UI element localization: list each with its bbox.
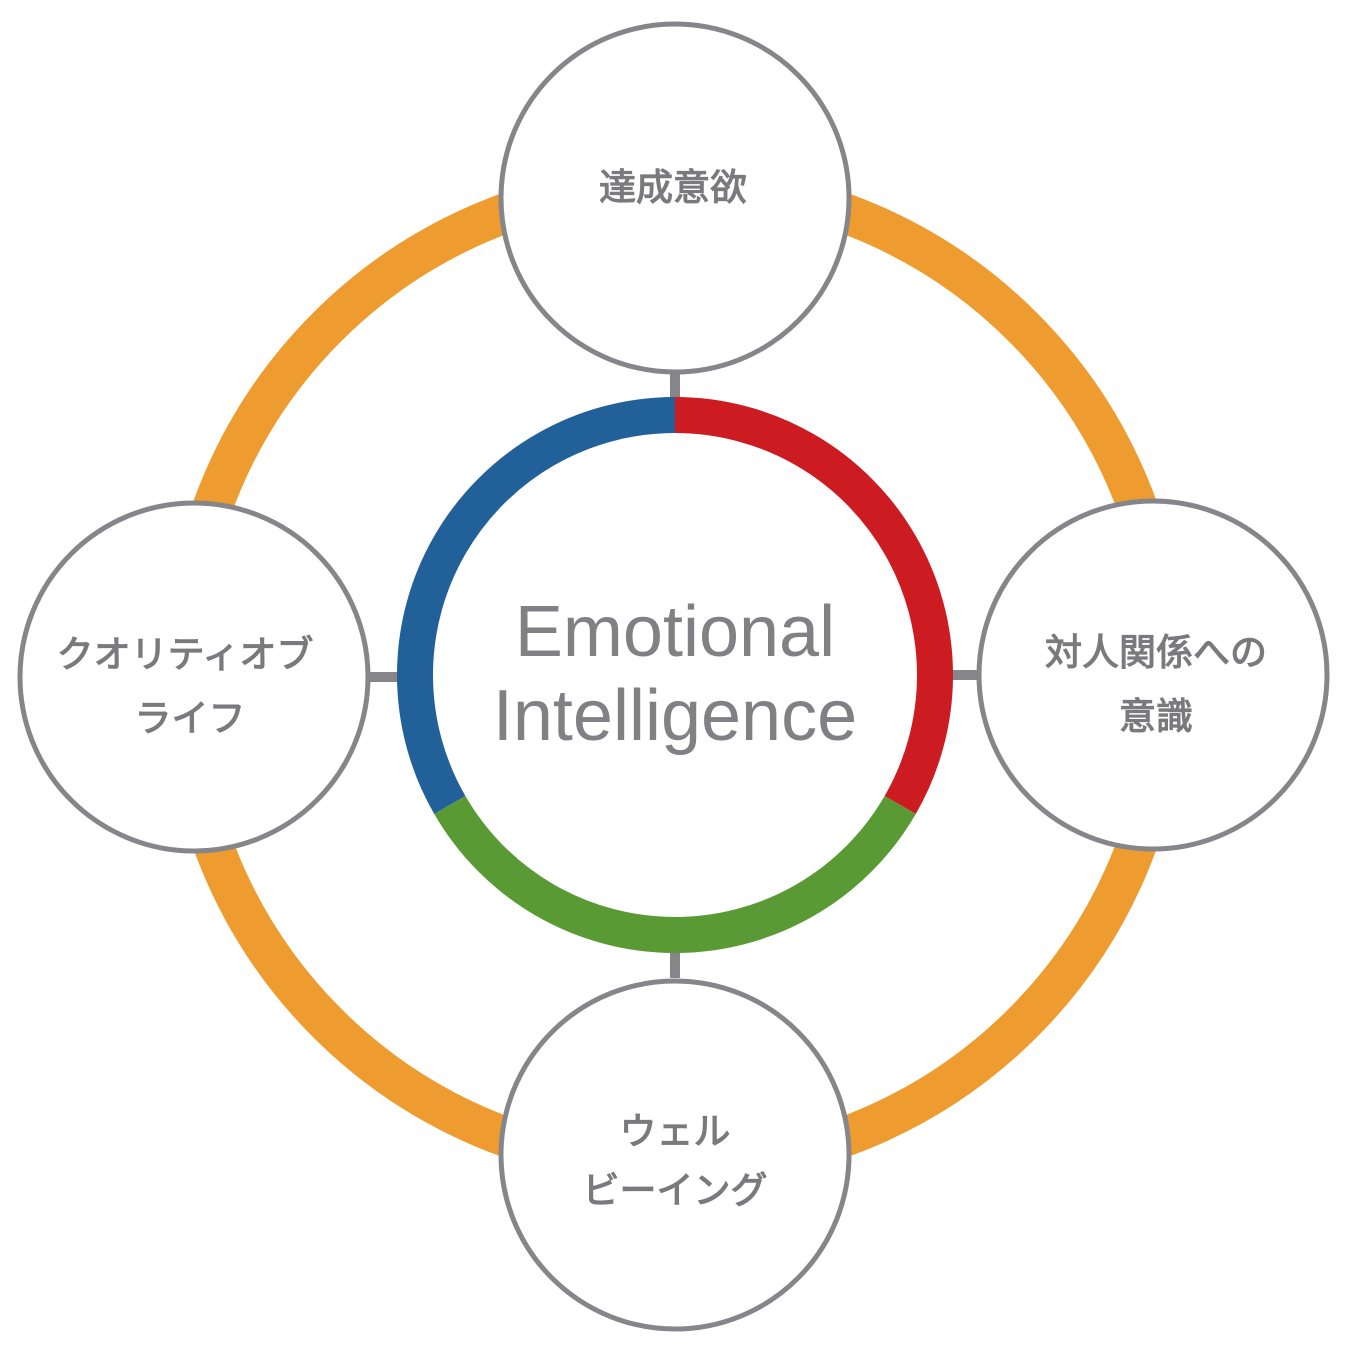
node-bottom: ウェル ビーイング	[498, 978, 852, 1332]
node-right-label-line1: 対人関係への	[1045, 631, 1267, 674]
inner-ring-red-arc	[674, 397, 953, 814]
node-left: クオリティオブ ライフ	[17, 500, 371, 854]
inner-ring-blue-arc	[397, 397, 676, 814]
node-right: 対人関係への 意識	[976, 498, 1330, 852]
node-right-label-line2: 意識	[1119, 695, 1193, 738]
node-bottom-label-line1: ウェル	[620, 1110, 731, 1153]
node-left-label-line1: クオリティオブ	[57, 633, 314, 676]
node-left-label-line2: ライフ	[135, 697, 246, 740]
inner-ring-green-arc	[434, 795, 916, 953]
node-top-label: 達成意欲	[599, 166, 747, 209]
node-right-circle	[976, 498, 1330, 852]
node-top: 達成意欲	[498, 21, 852, 375]
node-bottom-circle	[498, 978, 852, 1332]
inner-ring	[397, 397, 953, 953]
center-title-line1: Emotional	[515, 592, 835, 672]
node-bottom-label-line2: ビーイング	[583, 1169, 768, 1212]
node-left-circle	[17, 500, 371, 854]
center-title-line2: Intelligence	[493, 676, 857, 756]
node-top-circle	[498, 21, 852, 375]
